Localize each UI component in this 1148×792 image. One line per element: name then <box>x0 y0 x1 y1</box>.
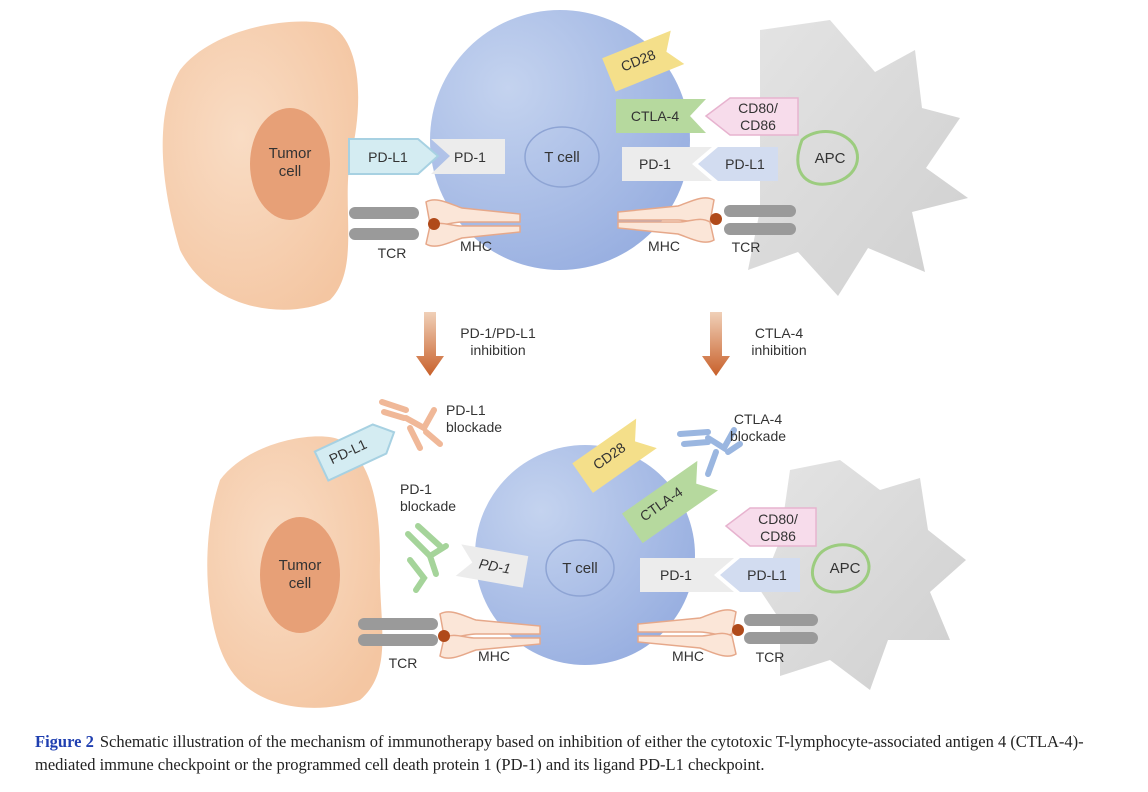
tumor-nucleus <box>250 108 330 220</box>
pd-l1-tumor-label: PD-L1 <box>368 149 408 165</box>
pd-l1-blockade-antibody <box>379 399 443 451</box>
mhc-left-label-bottom: MHC <box>478 648 510 664</box>
figure-caption-text: Schematic illustration of the mechanism … <box>35 732 1084 774</box>
figure-label: Figure 2 <box>35 732 94 751</box>
pd-1-apc-side-label-bottom: PD-1 <box>660 567 692 583</box>
cd28-receptor <box>602 30 685 92</box>
mhc-right <box>617 197 715 243</box>
t-cell-nucleus <box>524 126 600 188</box>
mhc-left-label: MHC <box>460 238 492 254</box>
tcr-right-bar-1 <box>724 205 796 217</box>
apc-label: APC <box>815 150 846 167</box>
tcr-left-bottom-bar-1 <box>358 618 438 630</box>
apc-label-bottom: APC <box>830 560 861 577</box>
tcr-left-label: TCR <box>378 245 407 261</box>
pd-1-tcell-label-bottom: PD-1 <box>478 555 512 576</box>
tcr-right-bar-2 <box>724 223 796 235</box>
pd-1-apc-side <box>622 147 712 181</box>
pd-l1-tumor-bottom <box>313 423 396 482</box>
pd-1-apc-side-label: PD-1 <box>639 156 671 172</box>
pd-1-tcell-bottom <box>455 544 529 588</box>
tcr-left-bar-2 <box>349 228 419 240</box>
t-cell-label-bottom: T cell <box>562 560 598 577</box>
tumor-nucleus-bottom <box>260 517 340 633</box>
cd28-receptor-bottom <box>572 418 657 493</box>
cd80-cd86-ligand <box>704 97 799 136</box>
cd80-cd86-label: CD80/CD86 <box>738 100 778 133</box>
tcr-left-bottom-bar-2 <box>358 634 438 646</box>
ctla-4-blockade-antibody <box>677 427 743 477</box>
t-cell-bottom <box>475 445 695 665</box>
t-cell-nucleus-bottom <box>545 539 615 597</box>
tcr-right-bottom-bar-2 <box>744 632 818 644</box>
tcr-right-label-bottom: TCR <box>756 649 785 665</box>
mhc-right-bottom-dot <box>732 624 744 636</box>
mhc-right-dot <box>710 213 722 225</box>
pd-l1-apc <box>698 147 778 181</box>
mhc-right-label-bottom: MHC <box>672 648 704 664</box>
ctla-4-receptor <box>616 99 706 133</box>
mhc-left-bottom-dot <box>438 630 450 642</box>
tcr-left-label-bottom: TCR <box>389 655 418 671</box>
pd-1-tumor-side <box>431 139 505 174</box>
tcr-left-bar-1 <box>349 207 419 219</box>
arrow-left <box>416 312 444 376</box>
t-cell-label: T cell <box>544 149 580 166</box>
mhc-left-dot <box>428 218 440 230</box>
mhc-right-label: MHC <box>648 238 680 254</box>
arrow-right <box>702 312 730 376</box>
apc-nucleus <box>796 130 859 186</box>
pd-1-apc-side-bottom <box>640 558 734 592</box>
pd-l1-apc-bottom <box>720 558 800 592</box>
cd80-cd86-label-bottom: CD80/CD86 <box>758 511 798 544</box>
cd80-cd86-ligand-bottom <box>724 507 817 547</box>
pd-1-tumor-side-label: PD-1 <box>454 149 486 165</box>
mhc-left-bottom <box>439 611 541 659</box>
tcr-right-label: TCR <box>732 239 761 255</box>
tcr-right-bottom-bar-1 <box>744 614 818 626</box>
ctla-4-label: CTLA-4 <box>631 108 679 124</box>
pd-l1-apc-label: PD-L1 <box>725 156 765 172</box>
mhc-right-bottom <box>637 609 737 657</box>
pd-l1-tumor <box>348 138 440 175</box>
ctla-4-receptor-bottom <box>621 460 719 544</box>
apc-nucleus-bottom <box>811 543 871 594</box>
pd-1-blockade-antibody <box>405 523 449 593</box>
pd-l1-apc-label-bottom: PD-L1 <box>747 567 787 583</box>
